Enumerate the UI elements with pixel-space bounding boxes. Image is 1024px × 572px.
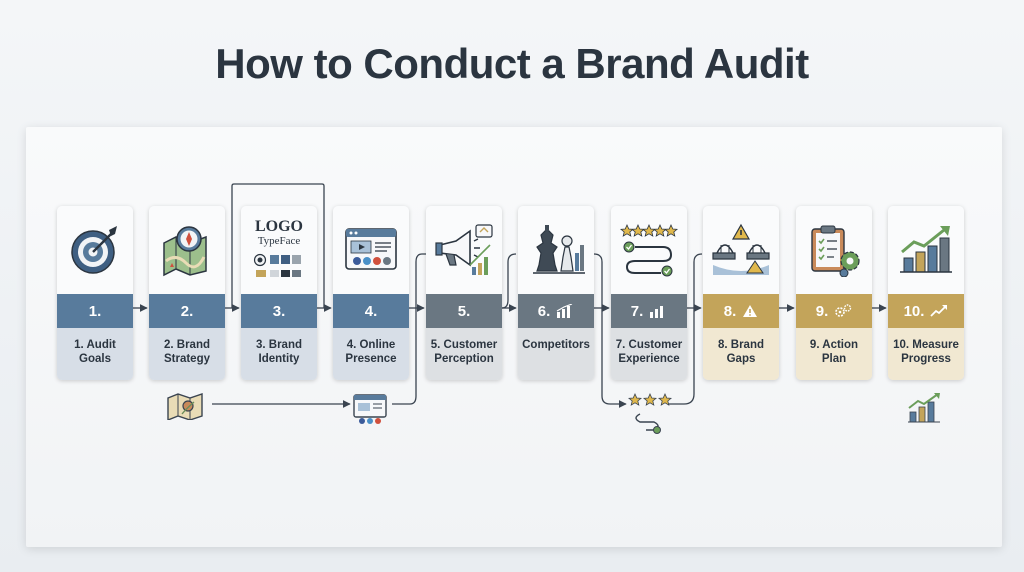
step-7-band: 7. [611, 294, 687, 328]
step-1-label-line-1: 1. Audit [74, 339, 116, 351]
logo-typeface-icon [253, 253, 301, 277]
step-6-label: Competitors [518, 328, 594, 380]
connector-competitors-rating [593, 253, 627, 408]
identity-bracket [231, 183, 325, 308]
clipboard-gears-icon [811, 225, 860, 277]
step-3-label-line-1: 3. Brand [255, 339, 302, 351]
step-10-icon-area [888, 206, 964, 294]
page-title: How to Conduct a Brand Audit [215, 40, 809, 87]
bar-chart-icon [556, 304, 574, 318]
step-5-label-line-1: 5. Customer [430, 339, 498, 351]
step-10-label-line-2: Progress [901, 353, 951, 365]
gears-icon [834, 304, 852, 318]
step-2-label-line-1: 2. Brand [163, 339, 210, 351]
step-9-label-line-2: Plan [821, 353, 847, 365]
step-3-band: 3. [241, 294, 317, 328]
megaphone-icon [435, 224, 493, 275]
step-4-band: 4. [333, 294, 409, 328]
step-9-band: 9. [796, 294, 872, 328]
rating-small-icon [627, 392, 673, 443]
step-10-label-line-1: 10. Measure [893, 339, 959, 351]
bridge-gap-icon [712, 223, 770, 275]
step-8-band: 8. [703, 294, 779, 328]
step-1-label-line-2: Goals [79, 353, 111, 365]
map-compass-icon [163, 226, 207, 277]
map-small-icon [166, 392, 206, 425]
step-4-number: 4. [364, 302, 378, 320]
connector-perception-competitors [501, 253, 517, 309]
step-8-number: 8. [723, 302, 737, 320]
browser-window-icon [345, 228, 397, 270]
step-6-number: 6. [537, 302, 551, 320]
browser-small-icon [352, 393, 388, 430]
step-8-label-line-2: Gaps [726, 353, 756, 365]
step-2-icon-area [149, 206, 225, 294]
step-4-label-line-1: 4. Online [346, 339, 396, 351]
step-6-icon-area [518, 206, 594, 294]
step-1-number: 1. [88, 302, 102, 320]
trend-arrow-icon [930, 304, 948, 318]
warning-icon [742, 304, 758, 318]
step-1-icon-area [57, 206, 133, 294]
step-7-label-line-1: 7. Customer [615, 339, 683, 351]
step-5-number: 5. [457, 302, 471, 320]
step-4-label-line-2: Presence [345, 353, 397, 365]
step-card-6: 6. Competitors [518, 206, 594, 380]
step-5-label-line-2: Perception [434, 353, 494, 365]
step-2-number: 2. [180, 302, 194, 320]
star-rating-icon [619, 224, 679, 277]
step-6-label-line-1: Competitors [522, 339, 590, 351]
step-3-icon-area: LOGO TypeFace [241, 206, 317, 294]
branch-line-browser-perception [392, 253, 426, 405]
step-9-number: 9. [815, 302, 829, 320]
step-4-icon-area [333, 206, 409, 294]
bar-chart-icon [649, 304, 667, 318]
step-3-label-line-2: Identity [258, 353, 300, 365]
step-9-icon-area [796, 206, 872, 294]
growth-small-icon [906, 392, 944, 429]
step-7-label-line-2: Experience [618, 353, 680, 365]
step-5-band: 5. [426, 294, 502, 328]
step-6-band: 6. [518, 294, 594, 328]
step-8-label-line-1: 8. Brand [717, 339, 764, 351]
typeface-text: TypeFace [257, 235, 301, 247]
logo-text: LOGO [254, 218, 303, 235]
step-3-number: 3. [272, 302, 286, 320]
step-7-number: 7. [630, 302, 644, 320]
step-8-icon-area [703, 206, 779, 294]
step-10-band: 10. [888, 294, 964, 328]
step-10-number: 10. [903, 302, 925, 320]
connector-rating-gaps [668, 253, 703, 405]
step-9-label-line-1: 9. Action [809, 339, 859, 351]
step-2-band: 2. [149, 294, 225, 328]
step-5-icon-area [426, 206, 502, 294]
step-2-label-line-2: Strategy [163, 353, 211, 365]
step-1-band: 1. [57, 294, 133, 328]
step-7-icon-area [611, 206, 687, 294]
chess-pieces-icon [533, 225, 585, 274]
target-icon [71, 226, 117, 274]
growth-chart-icon [900, 226, 952, 273]
